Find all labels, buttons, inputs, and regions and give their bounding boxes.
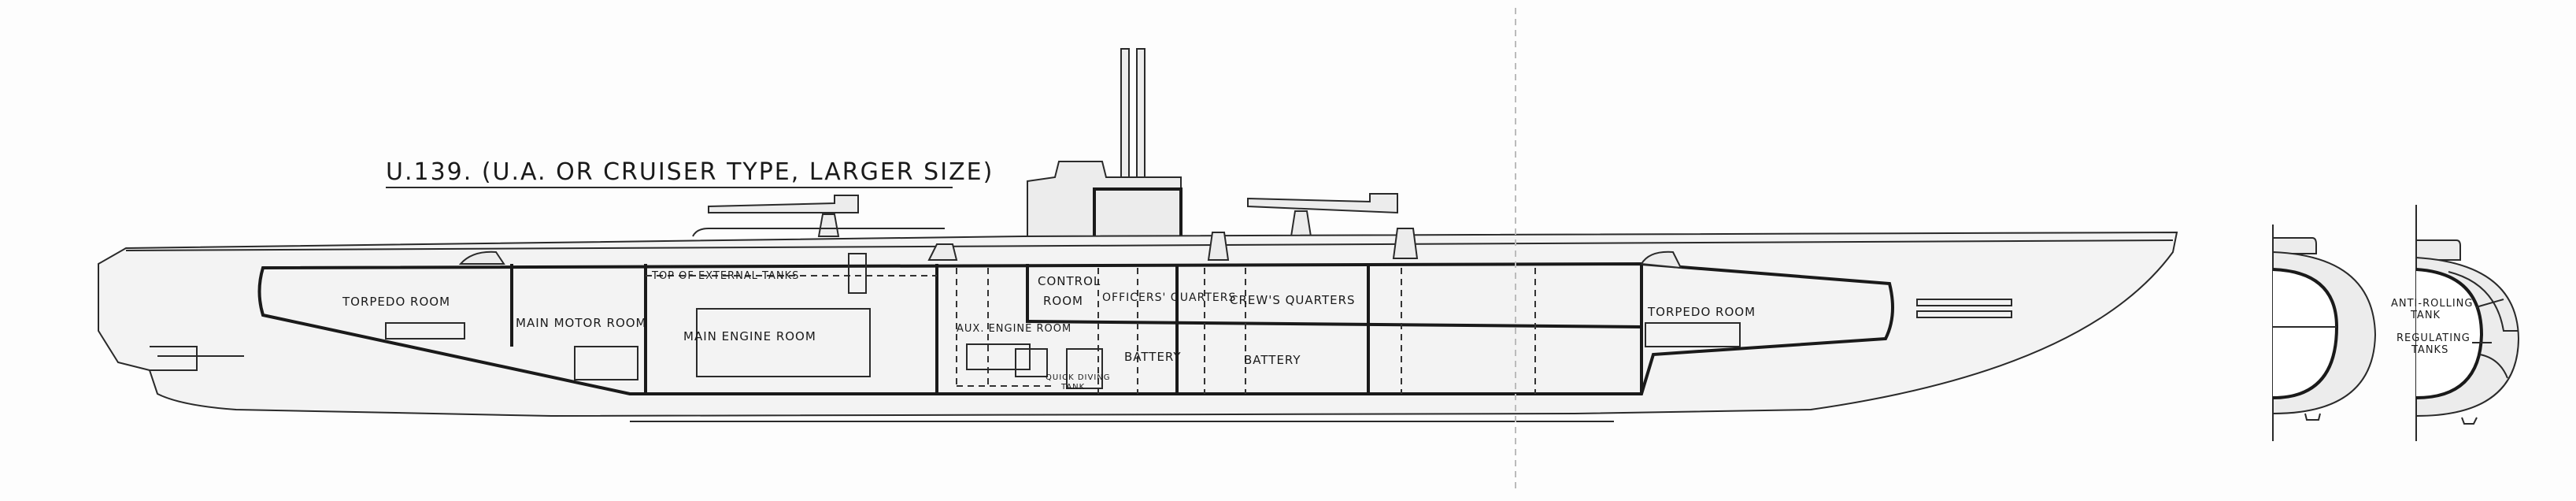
forward-gun — [692, 195, 945, 237]
label-anti-rolling-tank: TANK — [2410, 310, 2441, 321]
label-main-engine-room: MAIN ENGINE ROOM — [683, 329, 816, 343]
label-regulating: REGULATING — [2396, 332, 2471, 344]
label-battery-1: BATTERY — [1124, 350, 1182, 364]
cross-section-right — [2415, 205, 2520, 441]
diagram-title: U.139. (U.A. OR CRUISER TYPE, LARGER SIZ… — [386, 158, 994, 186]
pressure-hull — [257, 262, 1894, 395]
label-top-of-external-tanks: TOP OF EXTERNAL TANKS — [651, 270, 799, 282]
label-crews-quarters: CREW'S QUARTERS — [1230, 293, 1356, 307]
machinery — [385, 253, 2012, 389]
label-officers-quarters: OFFICERS' QUARTERS — [1102, 291, 1236, 304]
frame-lines — [646, 268, 1536, 394]
label-quick-diving: QUICK DIVING — [1046, 373, 1111, 382]
label-regulating-tanks: TANKS — [2411, 344, 2448, 356]
conning-tower — [1027, 161, 1182, 237]
aft-gun — [1247, 193, 1398, 237]
label-torpedo-room-fwd: TORPEDO ROOM — [1647, 305, 1756, 319]
label-control: CONTROL — [1038, 274, 1101, 288]
label-quick-diving-tank: TANK — [1060, 383, 1085, 392]
label-control-room: ROOM — [1043, 294, 1083, 308]
label-battery-2: BATTERY — [1244, 353, 1301, 367]
hatches — [458, 228, 1682, 269]
rudder — [150, 346, 198, 371]
bulkheads — [510, 264, 1643, 394]
label-main-motor-room: MAIN MOTOR ROOM — [516, 316, 647, 330]
label-aux-engine-room: AUX. ENGINE ROOM — [957, 323, 1071, 335]
label-torpedo-room-aft: TORPEDO ROOM — [342, 295, 450, 309]
cross-section-left — [2272, 225, 2377, 441]
label-anti-rolling: ANTI-ROLLING — [2391, 298, 2473, 310]
